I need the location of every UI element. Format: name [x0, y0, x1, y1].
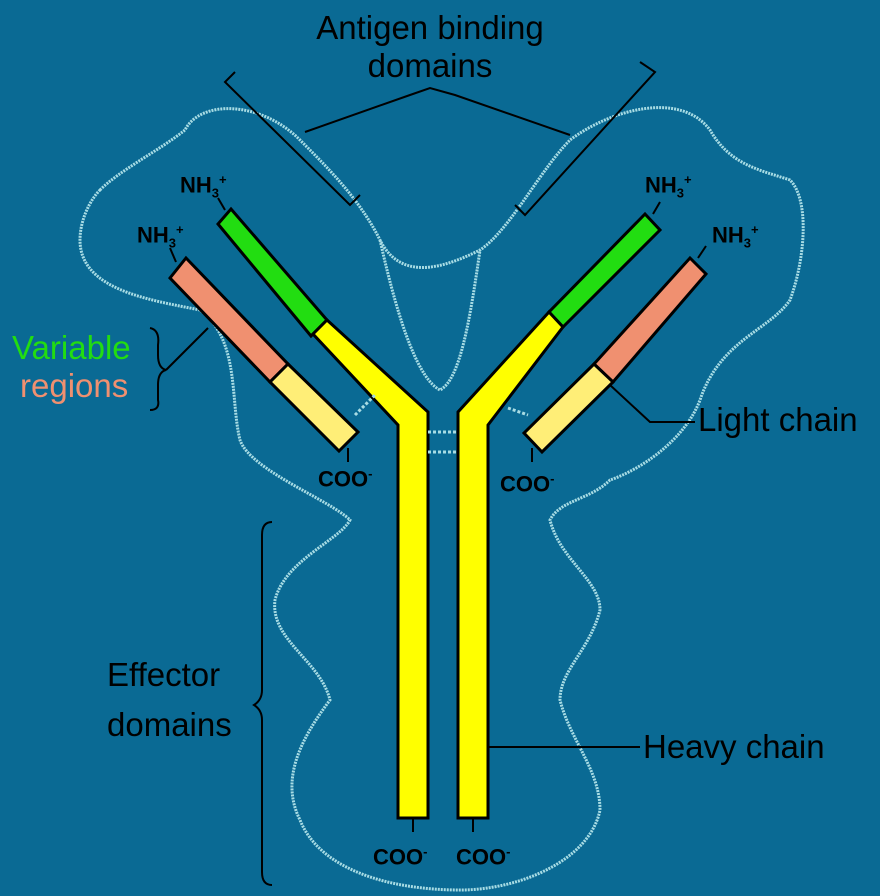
variable-regions-label-line2: regions — [20, 368, 128, 404]
nh3-label-left-light: NH3+ — [137, 218, 184, 256]
nh3-label-right-heavy: NH3+ — [645, 168, 692, 206]
coo-label-left-heavy: COO- — [373, 840, 427, 869]
light-chain-left — [170, 258, 358, 451]
nh3-label-left-heavy: NH3+ — [180, 168, 227, 206]
heavy-chain-left — [218, 209, 428, 818]
light-chain-label: Light chain — [698, 402, 858, 438]
coo-label-left-light: COO- — [318, 462, 372, 491]
coo-label-right-light: COO- — [500, 467, 554, 496]
antigen-binding-label-line1: Antigen binding — [300, 10, 560, 46]
effector-domains-label-line1: Effector — [107, 657, 220, 693]
antigen-binding-label-line2: domains — [300, 48, 560, 84]
heavy-chain-right — [458, 214, 660, 818]
nh3-label-right-light: NH3+ — [712, 218, 759, 256]
molecule-outline — [80, 108, 803, 890]
heavy-chain-label: Heavy chain — [643, 729, 825, 765]
molecule-outline-inner — [380, 240, 480, 390]
terminal-ticks — [170, 198, 706, 832]
effector-domains-label-line2: domains — [107, 707, 232, 743]
coo-label-right-heavy: COO- — [456, 840, 510, 869]
variable-regions-label-line1: Variable — [12, 330, 131, 366]
